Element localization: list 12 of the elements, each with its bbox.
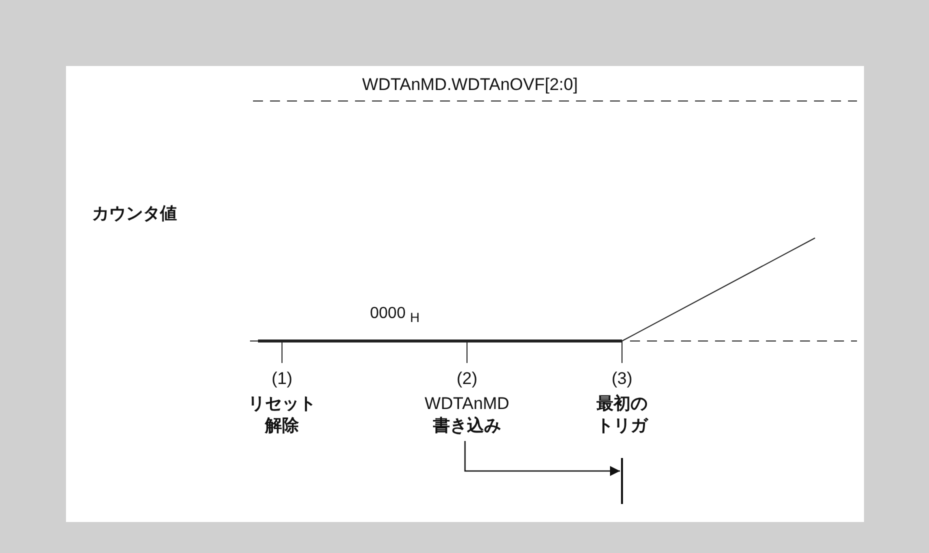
- step-number: (3): [610, 368, 634, 390]
- value-label: 0000 $_{H}$: [370, 305, 420, 326]
- marker-line: [621, 458, 623, 504]
- step-label: 最初のトリガ: [595, 393, 650, 437]
- axis-label: カウンタ値: [92, 203, 177, 225]
- step-label: 書き込み: [432, 415, 502, 437]
- signal-label: WDTAnMD.WDTAnOVF[2:0]: [361, 75, 579, 95]
- step-number: (2): [456, 368, 478, 390]
- step-label: リセット解除: [246, 393, 317, 437]
- arrow: [464, 441, 620, 476]
- step-label: WDTAnMD: [424, 393, 510, 415]
- step-number: (1): [270, 368, 294, 390]
